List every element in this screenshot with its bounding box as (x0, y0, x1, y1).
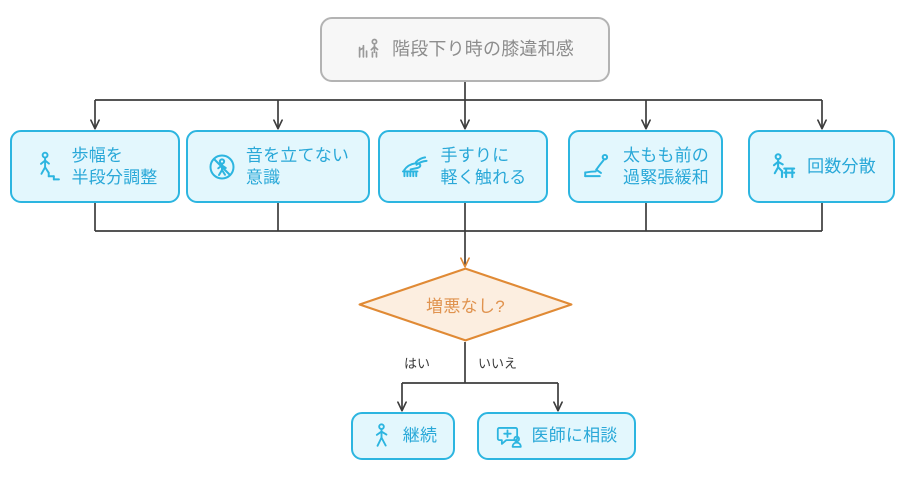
node-action-quadriceps-label: 太もも前の 過緊張緩和 (623, 145, 709, 187)
node-start-label: 階段下り時の膝違和感 (392, 38, 574, 59)
node-outcome-consult-doctor-label: 医師に相談 (531, 426, 618, 446)
node-action-frequency[interactable]: 回数分散 (748, 130, 895, 203)
quadriceps-stretch-icon (582, 152, 614, 182)
node-action-quiet-label: 音を立てない 意識 (245, 145, 350, 187)
node-outcome-consult-doctor[interactable]: 医師に相談 (477, 412, 636, 460)
node-decision[interactable]: 増悪なし? (358, 267, 573, 342)
person-descending-stairs-icon (356, 36, 383, 63)
node-action-handrail-label: 手すりに 軽く触れる (440, 145, 527, 187)
no-noise-icon (207, 152, 237, 182)
decision-shape (358, 267, 573, 342)
seated-rest-icon (767, 151, 798, 182)
doctor-consult-icon (496, 423, 523, 450)
node-action-stride-label: 歩幅を 半段分調整 (71, 145, 158, 187)
node-decision-label: 増悪なし? (426, 297, 505, 316)
node-action-stride[interactable]: 歩幅を 半段分調整 (10, 130, 180, 203)
handrail-touch-icon (400, 153, 432, 181)
walking-step-icon (33, 150, 63, 184)
node-start[interactable]: 階段下り時の膝違和感 (320, 17, 610, 82)
node-action-frequency-label: 回数分散 (807, 156, 876, 176)
node-action-quiet[interactable]: 音を立てない 意識 (186, 130, 370, 203)
walking-person-icon (369, 422, 394, 450)
edge-label-no: いいえ (478, 356, 518, 371)
node-action-quadriceps[interactable]: 太もも前の 過緊張緩和 (568, 130, 723, 203)
node-outcome-continue-label: 継続 (402, 426, 438, 446)
node-outcome-continue[interactable]: 継続 (351, 412, 455, 460)
node-action-handrail[interactable]: 手すりに 軽く触れる (378, 130, 548, 203)
edge-label-yes: はい (404, 356, 431, 371)
